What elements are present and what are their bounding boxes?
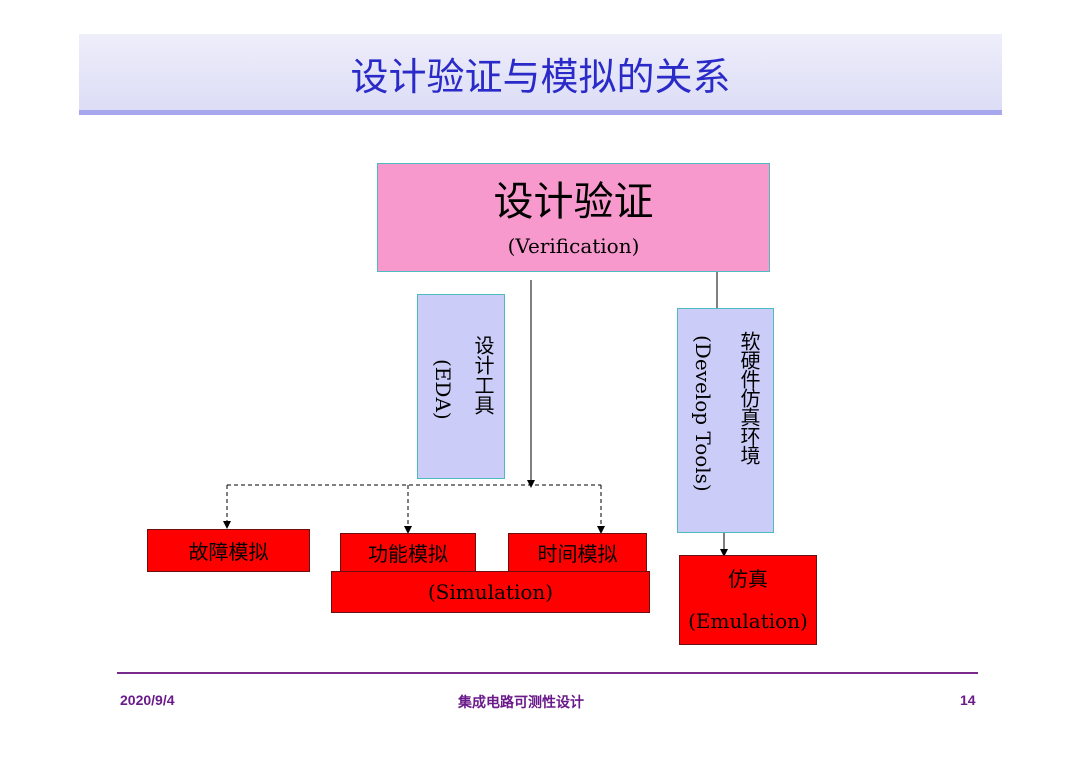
develop-tools-box: 软硬件仿真环境 (Develop Tools) <box>677 308 774 533</box>
timing-simulation-box: 时间模拟 <box>508 533 647 572</box>
verification-zh: 设计验证 <box>493 178 654 225</box>
emulation-en: (Emulation) <box>688 609 808 633</box>
eda-tools-box: 设计工具 (EDA) <box>417 294 505 479</box>
develop-tools-zh: 软硬件仿真环境 <box>737 331 761 464</box>
functional-simulation-label: 功能模拟 <box>368 542 448 566</box>
footer-course: 集成电路可测性设计 <box>458 694 584 710</box>
fault-simulation-label: 故障模拟 <box>188 540 269 564</box>
timing-simulation-label: 时间模拟 <box>537 542 618 566</box>
fault-simulation-box: 故障模拟 <box>147 529 310 572</box>
title-text: 设计验证与模拟的关系 <box>350 54 731 99</box>
verification-en: (Verification) <box>507 233 640 258</box>
eda-tools-en: (EDA) <box>431 359 455 420</box>
title-divider <box>79 110 1002 115</box>
slide-title: 设计验证与模拟的关系 <box>79 34 1002 112</box>
develop-tools-en: (Develop Tools) <box>691 335 715 492</box>
simulation-en-label: (Simulation) <box>427 580 554 604</box>
footer-date: 2020/9/4 <box>120 692 175 708</box>
verification-box: 设计验证 (Verification) <box>377 163 770 272</box>
eda-tools-zh: 设计工具 <box>471 335 495 415</box>
simulation-box: (Simulation) <box>331 571 650 613</box>
footer-divider <box>117 672 978 674</box>
functional-simulation-box: 功能模拟 <box>340 533 476 572</box>
footer-page-number: 14 <box>960 692 976 708</box>
emulation-zh: 仿真 <box>728 567 768 591</box>
emulation-box: 仿真 (Emulation) <box>679 555 817 645</box>
